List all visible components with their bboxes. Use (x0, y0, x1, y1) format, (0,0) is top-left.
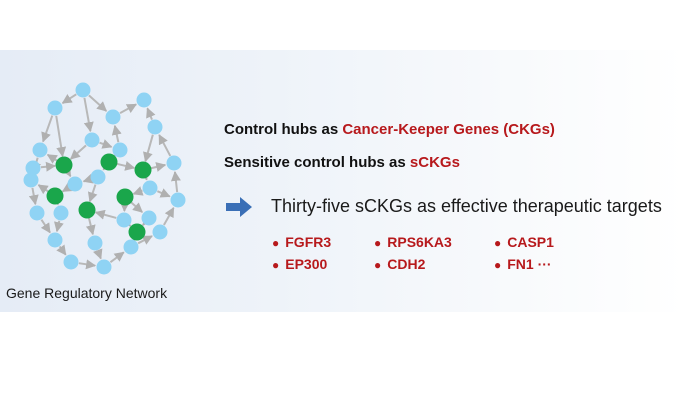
network-edge (28, 187, 39, 206)
network-edge (99, 139, 113, 149)
network-edge (46, 153, 58, 164)
sckg-highlight: sCKGs (409, 154, 460, 171)
gene-item: ●FN1 ··· (494, 256, 552, 272)
network-edge (78, 259, 97, 270)
network-edge (61, 182, 74, 193)
gene-node (123, 239, 139, 255)
network-edge (137, 235, 153, 245)
gene-item: ●FGFR3 (272, 234, 332, 250)
gene-node (63, 254, 79, 270)
gene-node (87, 235, 103, 251)
network-edge (116, 161, 136, 171)
network-edge (146, 107, 156, 120)
gene-node (25, 160, 41, 176)
gene-node (47, 100, 63, 116)
network-edge (163, 206, 175, 226)
gene-node (53, 205, 69, 221)
network-edge (61, 165, 72, 178)
network-edge (111, 124, 122, 143)
hub-node (78, 201, 96, 219)
bullet-icon: ● (374, 258, 382, 272)
sensitive-hubs-text: Sensitive control hubs as (224, 154, 410, 171)
network-edge (40, 219, 51, 234)
network-edge (56, 244, 67, 256)
network-edge (94, 209, 117, 220)
network-edge (142, 215, 153, 226)
network-edge (170, 170, 181, 193)
gene-node (166, 155, 182, 171)
bullet-icon: ● (272, 258, 280, 272)
network-edge (156, 188, 171, 198)
network-edge (132, 186, 144, 196)
gene-item: ●RPS6KA3 (374, 234, 452, 250)
gene-node (75, 82, 91, 98)
gene-node (29, 205, 45, 221)
network-edge (37, 184, 49, 195)
bullet-icon: ● (494, 236, 502, 250)
network-edge (88, 94, 108, 112)
sensitive-hubs-line: Sensitive control hubs as sCKGs (224, 154, 460, 171)
network-edge (109, 251, 125, 264)
gene-node (47, 232, 63, 248)
gene-node (152, 224, 168, 240)
gene-node (23, 172, 39, 188)
hub-node (128, 223, 146, 241)
network-edge (92, 248, 103, 260)
ckg-highlight: Cancer-Keeper Genes (CKGs) (342, 121, 555, 138)
background-panel (0, 50, 685, 312)
network-edge (119, 103, 137, 115)
hub-node (116, 188, 134, 206)
network-edge (61, 93, 77, 104)
gene-node (136, 92, 152, 108)
gene-node (116, 212, 132, 228)
gene-node (141, 210, 157, 226)
network-edge (40, 161, 57, 172)
gene-node (90, 169, 106, 185)
network-edge (130, 201, 143, 213)
network-edge (87, 184, 98, 203)
bullet-icon: ● (272, 236, 280, 250)
hub-node (134, 161, 152, 179)
targets-title: Thirty-five sCKGs as effective therapeut… (271, 196, 662, 216)
gene-item: ●EP300 (272, 256, 328, 272)
network-edge (69, 144, 87, 160)
control-hubs-text: Control hubs as (224, 121, 343, 138)
network-edge (158, 134, 172, 157)
gene-node (170, 192, 186, 208)
bullet-icon: ● (374, 236, 382, 250)
network-edge (82, 173, 94, 184)
network-edge (143, 134, 154, 163)
gene-node (67, 176, 83, 192)
bullet-icon: ● (494, 258, 502, 272)
hub-node (55, 156, 73, 174)
network-edge (55, 115, 67, 158)
gene-node (32, 142, 48, 158)
gene-item: ●CDH2 (374, 256, 426, 272)
control-hubs-line: Control hubs as Cancer-Keeper Genes (CKG… (224, 121, 555, 138)
gene-item: ●CASP1 (494, 234, 554, 250)
gene-node (142, 180, 158, 196)
network-edge (83, 97, 94, 133)
gene-node (84, 132, 100, 148)
network-label: Gene Regulatory Network (6, 285, 168, 301)
network-edge (41, 115, 54, 143)
gene-node (96, 259, 112, 275)
right-arrow-icon (226, 197, 252, 217)
network-edge (85, 217, 96, 236)
gene-node (112, 142, 128, 158)
gene-node (105, 109, 121, 125)
hub-node (46, 187, 64, 205)
network-edge (150, 162, 167, 172)
network-edge (54, 220, 64, 233)
gene-node (147, 119, 163, 135)
hub-node (100, 153, 118, 171)
